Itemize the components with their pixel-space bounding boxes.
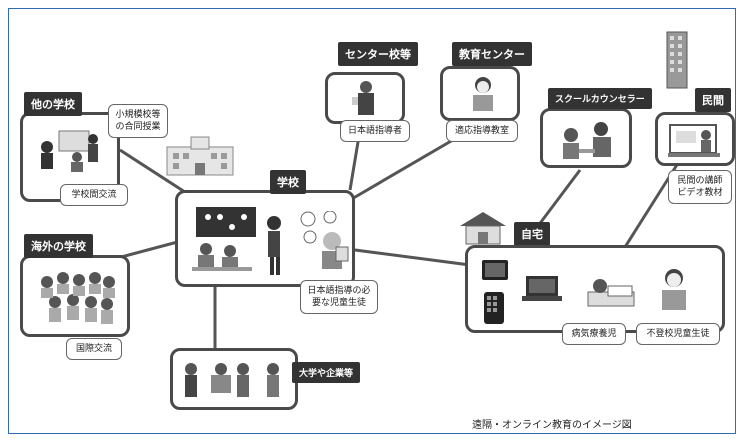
foreign-school-label: 国際交流	[66, 338, 122, 360]
school-box	[175, 190, 355, 287]
other-school-note: 小規模校等 の合同授業	[108, 104, 168, 138]
university-tag: 大学や企業等	[292, 362, 361, 383]
diagram-caption: 遠隔・オンライン教育のイメージ図	[472, 420, 632, 431]
counselor-tag: スクールカウンセラー	[548, 88, 652, 109]
private-tag: 民間	[695, 88, 731, 112]
tablet-icon	[480, 258, 510, 286]
private-box	[655, 112, 735, 166]
instructor-illustration	[352, 79, 382, 123]
private-label: 民間の講師 ビデオ教材	[668, 170, 732, 204]
foreign-school-box	[20, 255, 130, 337]
line-school-home	[354, 248, 471, 267]
home-sick-label: 病気療養児	[562, 323, 626, 345]
other-school-tag: 他の学校	[24, 92, 82, 116]
video-lecture-illustration	[668, 121, 728, 165]
edu-center-tag: 教育センター	[452, 42, 532, 66]
counselor-box	[540, 108, 632, 168]
edu-center-label: 適応指導教室	[446, 120, 518, 142]
phone-icon	[480, 290, 508, 330]
meeting-illustration	[33, 125, 103, 173]
edu-center-box	[440, 66, 520, 121]
center-school-tag: センター校等	[338, 42, 418, 66]
laptop-icon	[520, 274, 564, 308]
student-child-illustration	[654, 266, 694, 318]
house-icon	[458, 210, 508, 250]
sick-child-illustration	[586, 272, 636, 318]
home-tag: 自宅	[514, 222, 550, 246]
school-building-icon	[165, 135, 235, 181]
university-box	[170, 348, 298, 410]
center-school-box	[325, 72, 405, 124]
center-school-label: 日本語指導者	[340, 120, 410, 142]
home-truant-label: 不登校児童生徒	[636, 323, 720, 345]
foreign-school-tag: 海外の学校	[24, 234, 93, 258]
children-group-illustration	[37, 268, 117, 330]
home-box	[465, 245, 725, 333]
student-speech-illustration	[300, 210, 352, 275]
office-tower-icon	[665, 30, 689, 94]
counseling-illustration	[559, 119, 619, 167]
school-tag: 学校	[270, 170, 306, 194]
other-school-label: 学校間交流	[60, 184, 128, 206]
people-illustration	[181, 359, 291, 407]
child-illustration	[465, 75, 501, 119]
school-student-label: 日本語指導の必 要な児童生徒	[300, 280, 378, 314]
classroom-illustration	[186, 203, 296, 285]
